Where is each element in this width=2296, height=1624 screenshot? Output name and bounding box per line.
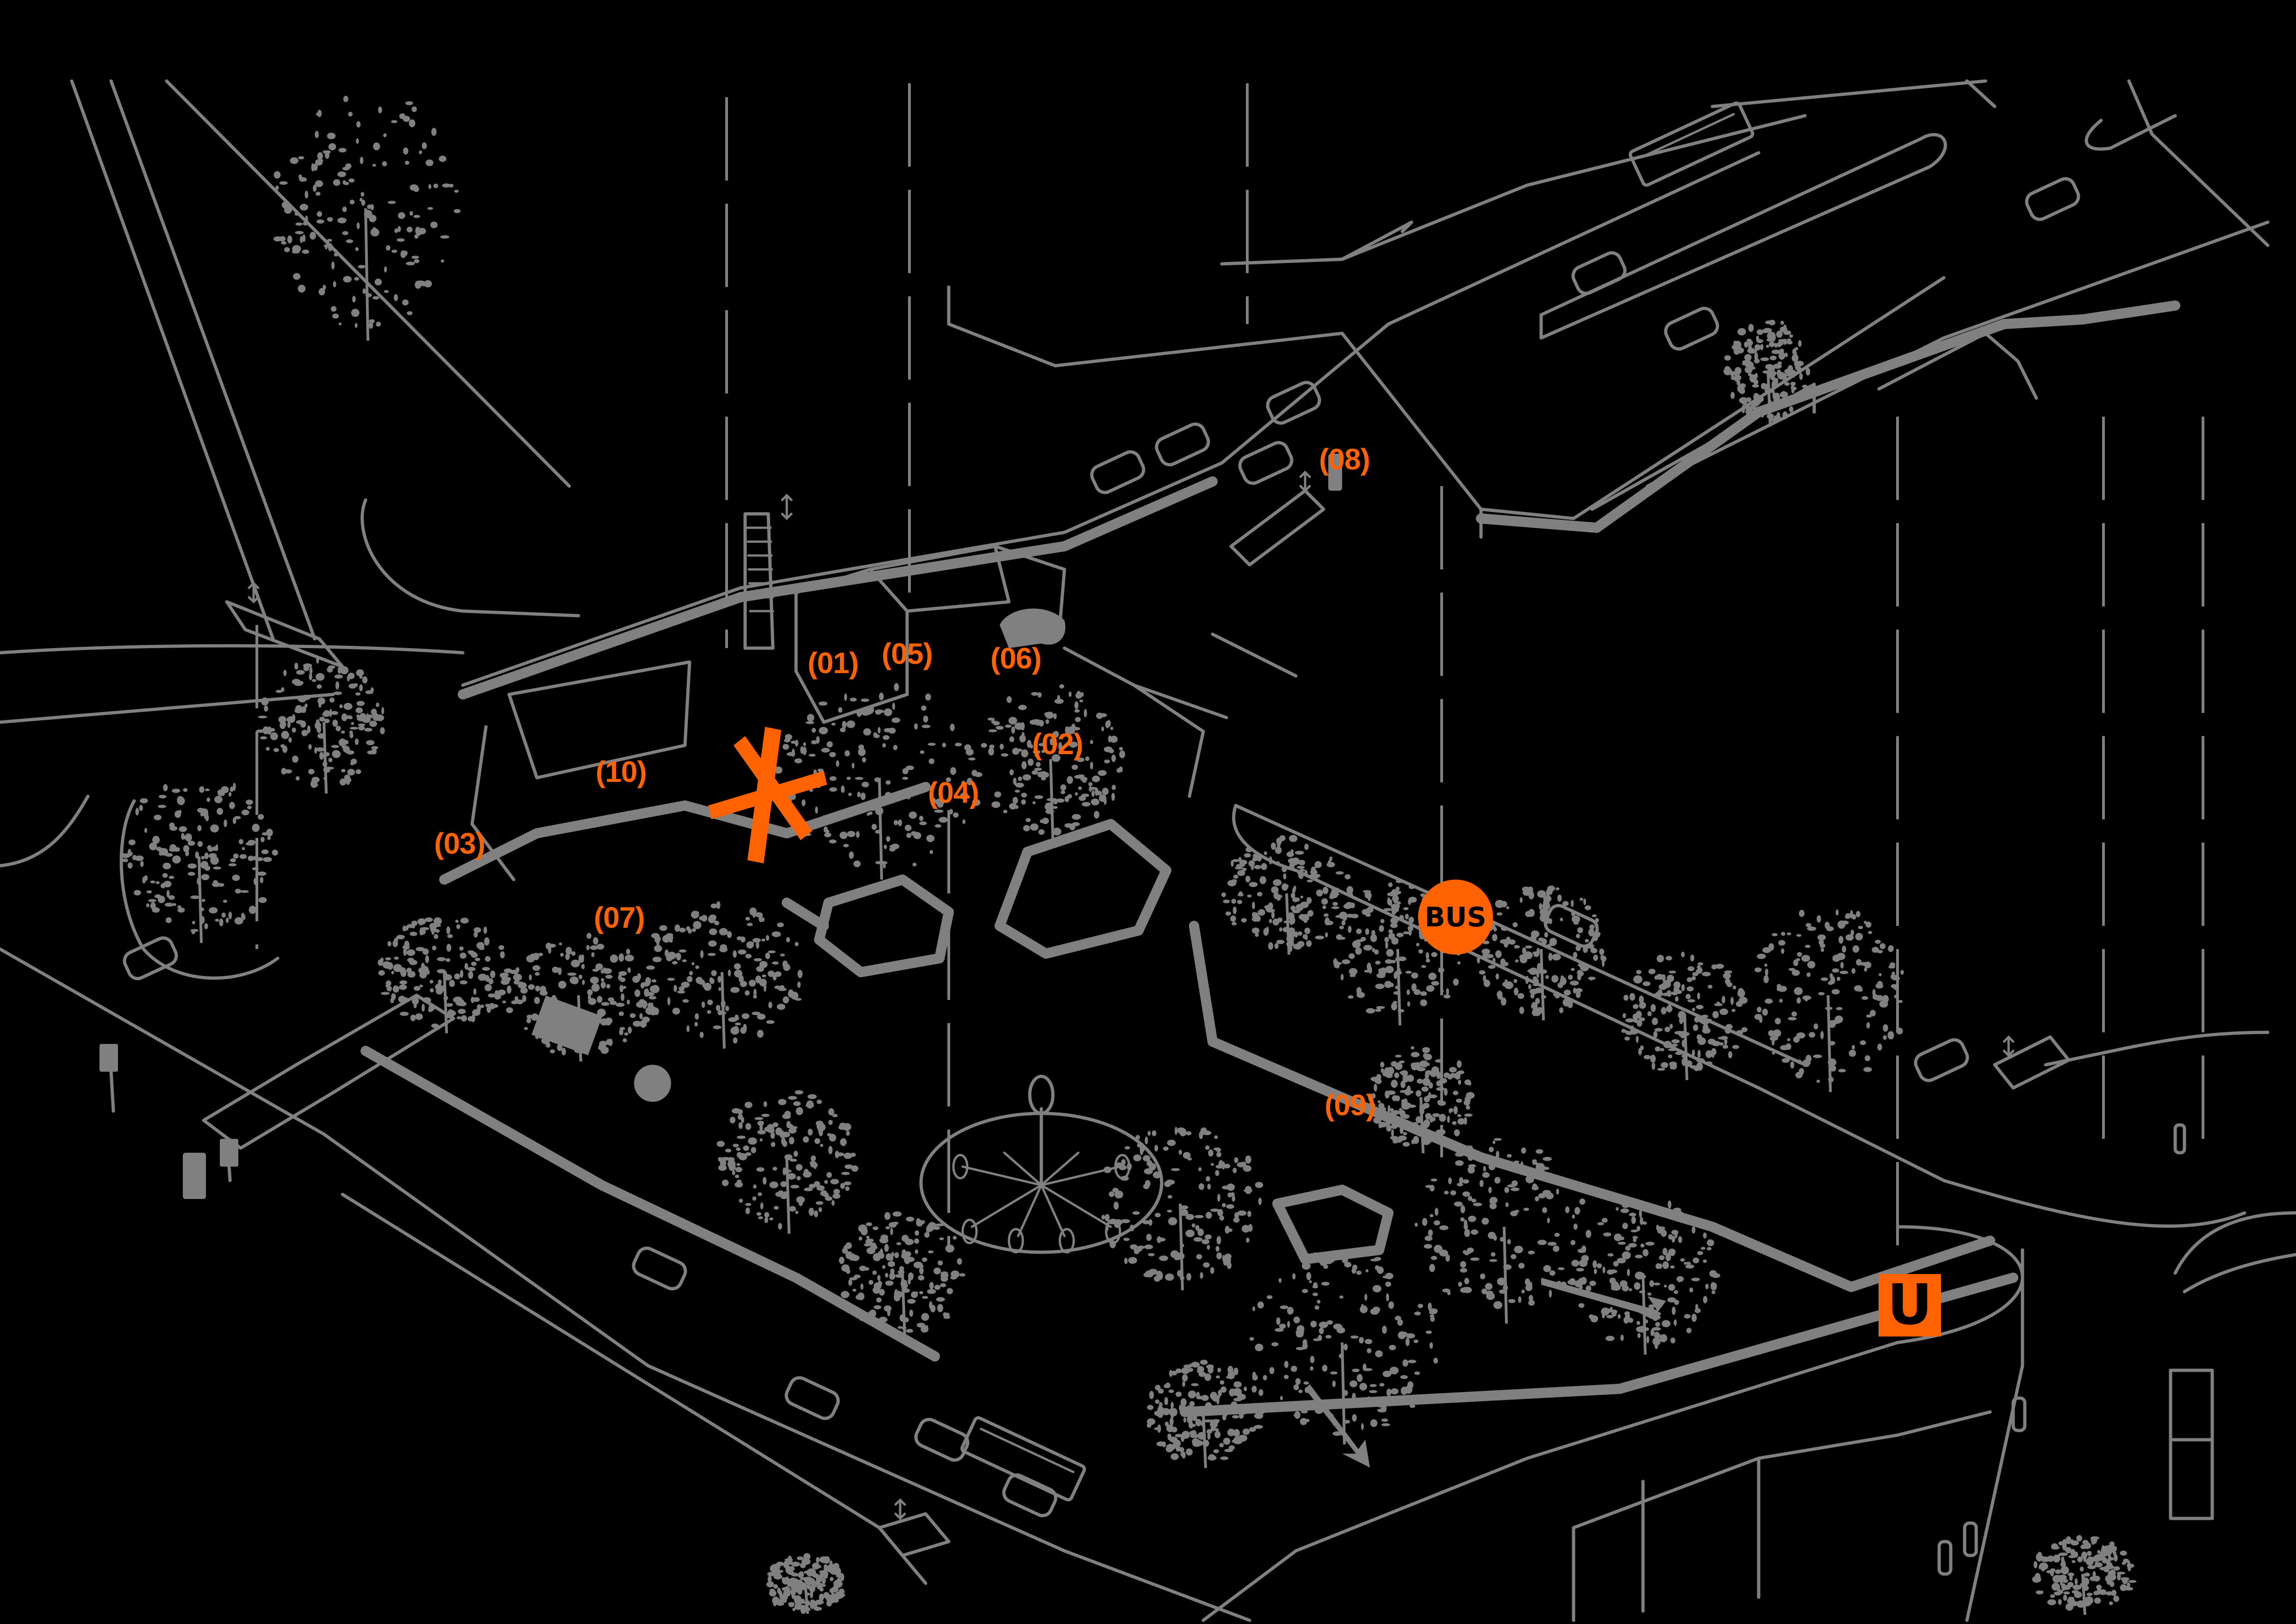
tree-canopy — [766, 1553, 846, 1614]
annotation-label-10: (10) — [596, 755, 647, 788]
stairs-left — [202, 489, 2071, 1557]
tree-canopy — [1477, 885, 1606, 1021]
tree-trunk — [785, 1157, 790, 1234]
tree-canopy — [378, 917, 510, 1034]
bus-stop-label: BUS — [1425, 901, 1487, 933]
tree-canopy — [1221, 835, 1353, 955]
tree-canopy — [974, 684, 1126, 841]
upper-highway — [458, 79, 2270, 700]
pedestrian-flow-arrows — [1305, 1278, 1666, 1468]
tree-trunk — [443, 972, 448, 1034]
tree-trunk — [1767, 370, 1772, 427]
annotation-label-05: (05) — [882, 637, 933, 670]
subway-u-icon: U — [1879, 1274, 1941, 1337]
bus-upper — [1629, 101, 1755, 187]
annotation-label-07: (07) — [594, 901, 645, 934]
tree-trunk — [1419, 1097, 1425, 1154]
tree-trunk — [1683, 1013, 1688, 1081]
tree-canopy — [1249, 1252, 1438, 1445]
tree-trunk — [1540, 949, 1545, 1021]
tree-canopy — [716, 1090, 859, 1234]
tree-trunk — [878, 777, 883, 880]
tree-trunk — [721, 972, 726, 1049]
vertical-circulation-arrows — [248, 470, 2015, 1520]
tree-canopy — [640, 901, 803, 1049]
bus-stop-icon: BUS — [1418, 880, 1493, 955]
station-structure — [1572, 1123, 2296, 1622]
tree-canopy — [1621, 951, 1748, 1081]
tree-trunk — [1049, 759, 1054, 841]
tree-canopy — [1101, 1126, 1263, 1291]
planter-beds — [119, 799, 1394, 1264]
tree-trunk — [1341, 1342, 1346, 1445]
tree-trunk — [1179, 1203, 1184, 1291]
annotation-label-08: (08) — [1319, 443, 1370, 476]
trees — [120, 95, 2137, 1615]
tree-trunk — [1202, 1412, 1207, 1468]
tree-trunk — [2081, 1574, 2086, 1615]
tree-trunk — [1827, 995, 1832, 1093]
vehicles — [123, 101, 2080, 1518]
asterisk-icon — [708, 727, 827, 863]
annotation-label-03: (03) — [434, 827, 485, 860]
central-pavilion — [439, 512, 1298, 885]
tree-canopy — [1146, 1360, 1265, 1468]
street-furniture — [100, 454, 1342, 1199]
tree-canopy — [2032, 1535, 2137, 1615]
tree-trunk — [364, 208, 369, 341]
road-northwest — [0, 79, 580, 868]
upper-planters — [1220, 220, 2038, 511]
annotation-label-09: (09) — [1325, 1088, 1376, 1122]
annotation-label-04: (04) — [928, 776, 979, 809]
tree-canopy — [497, 933, 660, 1062]
tree-trunk — [1285, 893, 1290, 955]
projection-lines — [255, 83, 2204, 1250]
tree-canopy — [1754, 909, 1904, 1093]
annotation-label-02: (02) — [1032, 727, 1083, 761]
radial-sculpture — [919, 1074, 1164, 1254]
tree-canopy — [1724, 319, 1811, 427]
tree-canopy — [839, 1211, 965, 1340]
tree-trunk — [1396, 949, 1401, 1026]
annotation-label-06: (06) — [990, 642, 1042, 675]
tree-canopy — [1414, 1138, 1592, 1324]
tree-canopy — [1567, 1200, 1720, 1355]
tree-canopy — [273, 95, 461, 341]
tree-canopy — [1367, 1046, 1475, 1154]
tree-trunk — [901, 1273, 906, 1340]
tree-canopy — [774, 683, 981, 880]
cars — [123, 177, 2080, 1518]
tree-trunk — [1503, 1226, 1508, 1324]
tree-trunk — [323, 722, 328, 794]
annotation-label-01: (01) — [808, 646, 859, 680]
bus-lower — [960, 1416, 1086, 1502]
tree-canopy — [120, 782, 278, 943]
tree-trunk — [198, 856, 203, 943]
tree-canopy — [256, 656, 385, 794]
tree-trunk — [804, 1583, 809, 1614]
subway-label: U — [1887, 1273, 1933, 1337]
